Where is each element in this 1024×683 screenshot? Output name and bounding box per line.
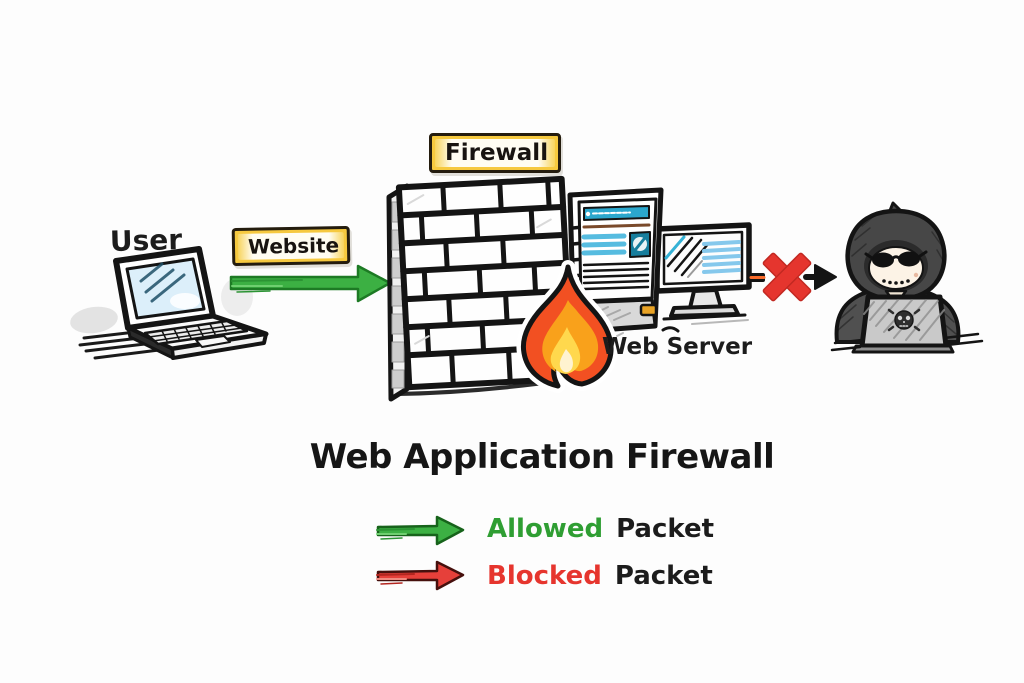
legend-blocked-arrow-icon: [376, 560, 465, 591]
firewall-badge-label: Firewall: [435, 139, 555, 167]
legend-blocked-noun: Packet: [614, 561, 713, 591]
website-badge: Website: [231, 225, 351, 267]
user-label: User: [109, 223, 183, 258]
legend-row-blocked: Blocked Packet: [487, 561, 713, 591]
hacker-laptop-icon: [851, 294, 955, 354]
sunglasses-icon: [864, 250, 928, 268]
attacker-arrow-icon: [803, 264, 837, 290]
mask-stitches: [882, 279, 910, 285]
legend-allowed-arrow-icon: [376, 515, 465, 546]
legend-blocked-keyword: Blocked: [487, 561, 602, 591]
skull-logo-icon: [887, 308, 921, 332]
hacker-icon: [830, 201, 984, 354]
firewall-badge: Firewall: [429, 133, 561, 173]
laptop-icon: [70, 246, 269, 360]
legend-row-allowed: Allowed Packet: [487, 514, 714, 544]
server-power-button: [639, 303, 658, 317]
blocked-x-icon: [749, 252, 812, 302]
diagram-title: Web Application Firewall: [309, 437, 775, 477]
legend-allowed-keyword: Allowed: [487, 514, 604, 544]
flame-icon: [516, 260, 619, 393]
monitor-icon: [654, 222, 752, 325]
allowed-arrow-icon: [229, 264, 392, 303]
legend-allowed-noun: Packet: [616, 514, 715, 544]
web-server-label: Web Server: [601, 334, 753, 360]
website-badge-label: Website: [237, 232, 345, 260]
